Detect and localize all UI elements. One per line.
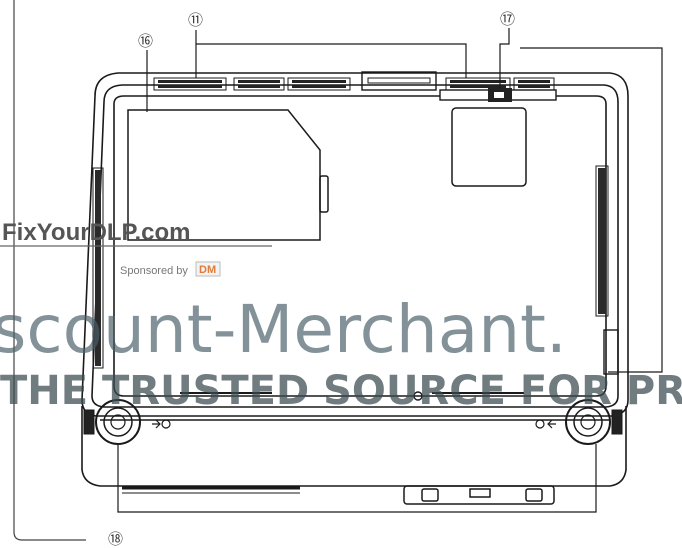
lamp-cover-16 [127,109,329,241]
air-filter-cover [451,107,527,187]
sponsor-logo-box [195,261,221,277]
watermark-sponsor-logo: DM [199,264,216,276]
callout-16: ⑯ [138,32,153,50]
left-side-vent [92,167,104,369]
watermark-brand: FixYourDLP.com [2,219,190,246]
right-adjustable-foot-18 [565,399,623,445]
callout-11: ⑪ [188,11,203,29]
page-border [13,0,86,541]
watermark-tagline: THE TRUSTED SOURCE FOR PROJE [0,368,682,414]
latch-17 [439,88,557,102]
right-side-vent [595,165,619,375]
top-vent-11 [153,71,555,91]
foot-arrow-marks [152,419,556,429]
watermark: FixYourDLP.com Sponsored by DM scount-Me… [0,219,682,414]
bottom-stand [403,485,555,505]
callout-18: ⑱ [108,530,123,548]
callout-leaders [117,28,663,513]
bottom-slots [180,391,524,401]
projector-body [81,72,629,494]
callout-17: ⑰ [500,10,515,28]
watermark-sponsored: Sponsored by [120,265,188,277]
watermark-big-text: scount-Merchant. [0,291,567,368]
